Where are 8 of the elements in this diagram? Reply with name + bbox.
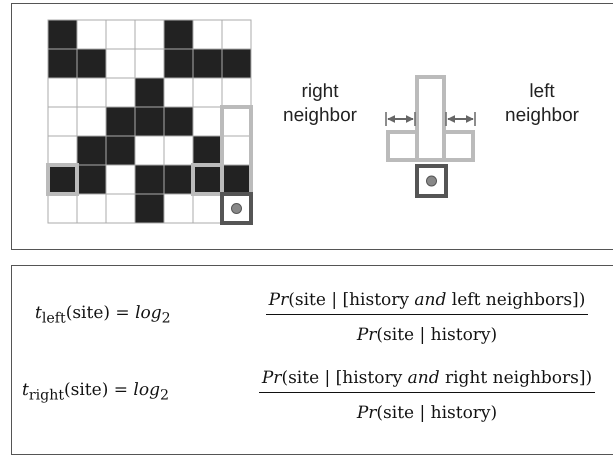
- label-text: right neighbor: [282, 80, 358, 128]
- formula-text: t$_{left}$(site) = log$_{2}$: [35, 303, 171, 326]
- numerator-text: Pr(site | [history and right neighbors]): [262, 368, 592, 388]
- label-text: left neighbor: [504, 80, 580, 128]
- denominator-text: Pr(site | history): [356, 325, 498, 345]
- denominator-text: Pr(site | history): [356, 403, 498, 423]
- numerator-text: Pr(site | [history and left neighbors]): [268, 290, 586, 310]
- formula-text: t$_{right}$(site) = log$_{2}$: [22, 380, 169, 404]
